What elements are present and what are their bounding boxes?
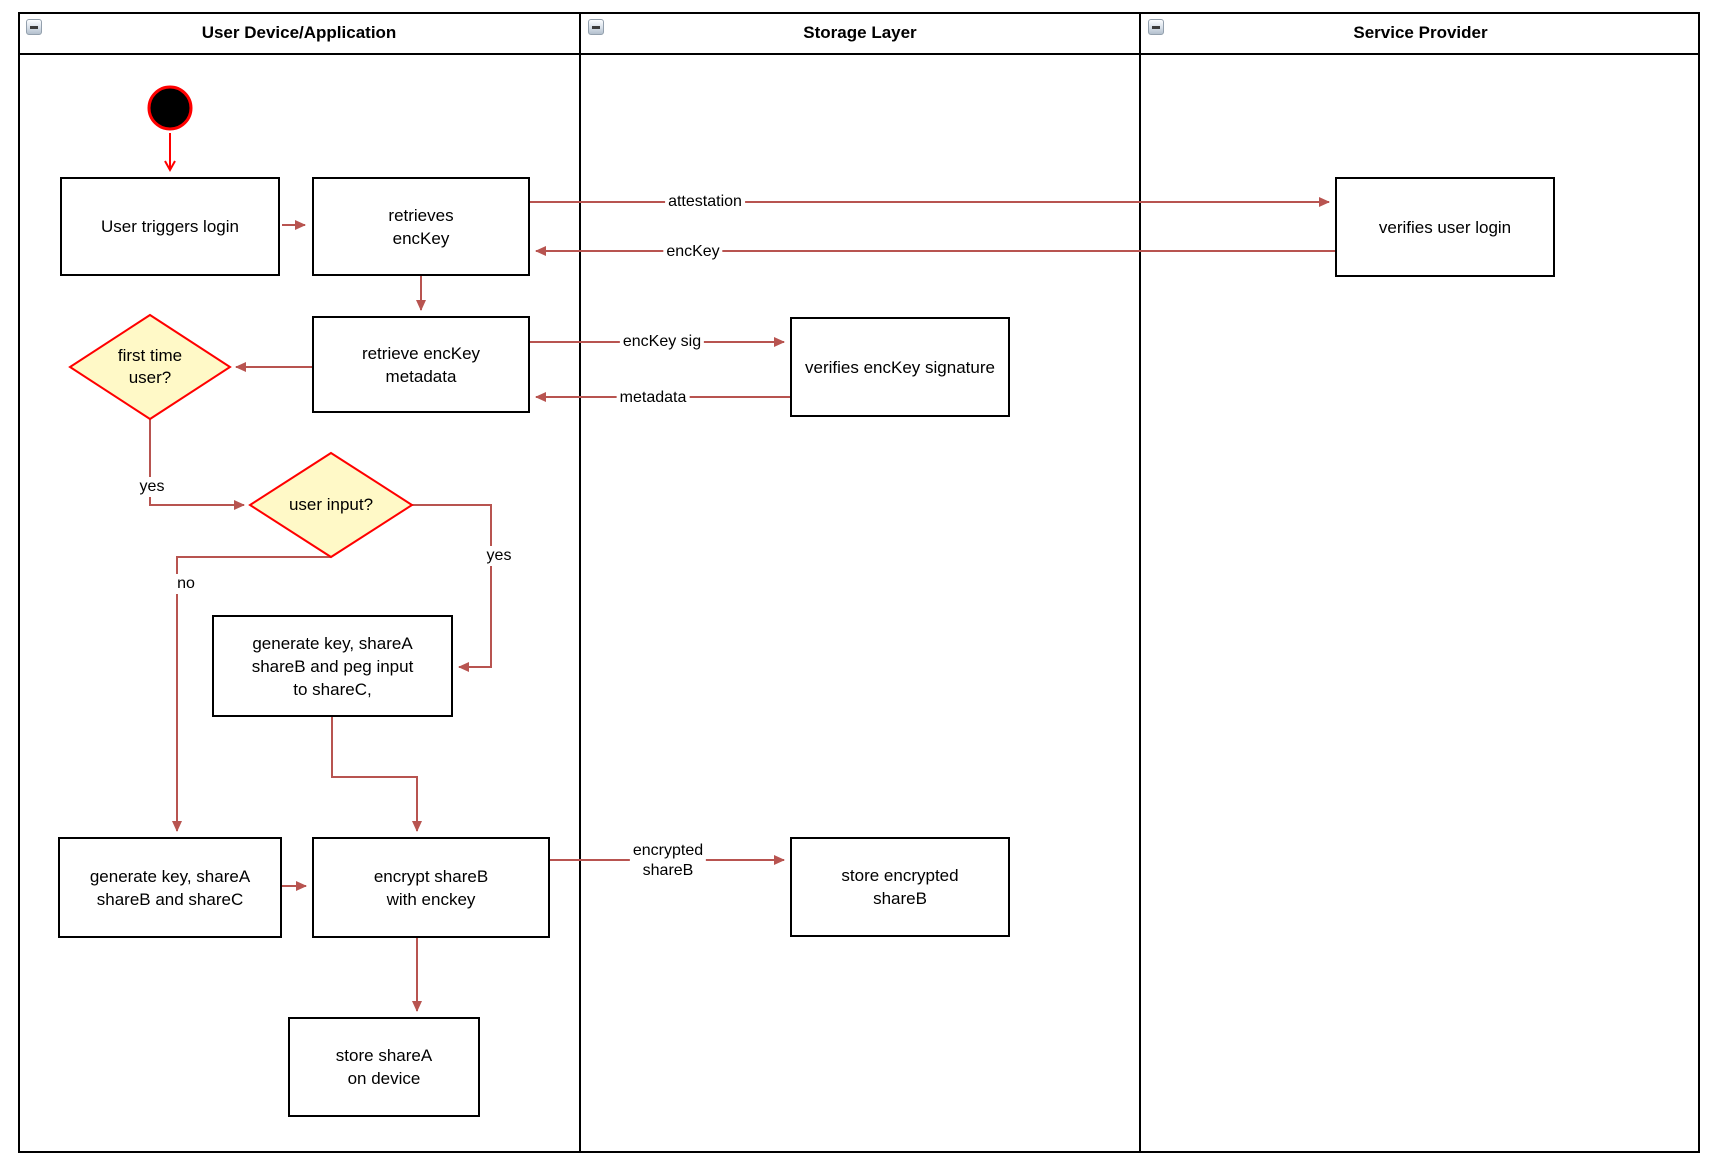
user-input-label: user input?: [250, 453, 412, 557]
edge-label-enckey-sig[interactable]: encKey sig: [619, 332, 705, 352]
edge-label-yes-user-input[interactable]: yes: [483, 546, 515, 566]
node-label: encrypt shareB with enckey: [373, 866, 489, 909]
edge-label-encrypted-shareb[interactable]: encrypted shareB: [629, 841, 707, 881]
node-label: retrieves encKey: [388, 205, 454, 248]
node-label: retrieve encKey metadata: [361, 343, 481, 386]
node-generate-key-sharec[interactable]: generate key, shareA shareB and shareC: [58, 837, 282, 938]
start-node[interactable]: [147, 85, 193, 131]
lane-title-user-device: User Device/Application: [201, 22, 397, 42]
lane-divider-2: [1139, 12, 1141, 1153]
edge-label-yes-first-time[interactable]: yes: [136, 477, 168, 497]
edge-label-attestation[interactable]: attestation: [665, 192, 745, 212]
edge-user-input-yes[interactable]: [412, 504, 492, 672]
node-label: store shareA on device: [335, 1046, 433, 1088]
node-label: User triggers login: [101, 217, 239, 236]
edge-label-metadata[interactable]: metadata: [616, 388, 690, 408]
node-encrypt-shareb[interactable]: encrypt shareB with enckey: [312, 837, 550, 938]
lane-title-storage-layer: Storage Layer: [803, 22, 917, 42]
collapse-lane-icon[interactable]: [588, 19, 604, 35]
lane-divider-1: [579, 12, 581, 1153]
node-user-triggers-login[interactable]: User triggers login: [60, 177, 280, 276]
collapse-lane-icon[interactable]: [1148, 19, 1164, 35]
node-label: user input?: [288, 495, 374, 514]
lane-header-separator: [18, 53, 1700, 55]
node-store-sharea[interactable]: store shareA on device: [288, 1017, 480, 1117]
edge-label-no-user-input[interactable]: no: [174, 574, 198, 594]
node-label: generate key, shareA shareB and shareC: [89, 866, 251, 909]
first-time-user-diamond[interactable]: [68, 313, 232, 421]
node-label: first time user?: [117, 346, 183, 387]
edge-label-enckey[interactable]: encKey: [663, 242, 723, 262]
node-verifies-enckey-signature[interactable]: verifies encKey signature: [790, 317, 1010, 417]
node-label: verifies encKey signature: [805, 357, 995, 377]
swimlane-frame: [18, 12, 1700, 1153]
node-label: store encrypted shareB: [841, 866, 959, 908]
edge-first-time-yes[interactable]: [149, 419, 245, 510]
edge-user-input-no[interactable]: [172, 556, 331, 832]
node-label: generate key, shareA shareB and peg inpu…: [251, 633, 414, 699]
lane-title-service-provider: Service Provider: [1353, 22, 1488, 42]
node-retrieve-enckey-metadata[interactable]: retrieve encKey metadata: [312, 316, 530, 413]
lane-header-storage-layer[interactable]: Storage Layer: [581, 12, 1139, 53]
user-input-diamond[interactable]: [248, 451, 414, 559]
edge-peg-to-encrypt[interactable]: [331, 717, 422, 832]
node-retrieves-enckey[interactable]: retrieves encKey: [312, 177, 530, 276]
node-label: verifies user login: [1378, 217, 1512, 237]
first-time-user-label: first time user?: [70, 315, 230, 419]
node-verifies-user-login[interactable]: verifies user login: [1335, 177, 1555, 277]
collapse-lane-icon[interactable]: [26, 19, 42, 35]
node-generate-key-peg-input[interactable]: generate key, shareA shareB and peg inpu…: [212, 615, 453, 717]
node-store-encrypted-shareb[interactable]: store encrypted shareB: [790, 837, 1010, 937]
lane-header-service-provider[interactable]: Service Provider: [1141, 12, 1700, 53]
lane-header-user-device[interactable]: User Device/Application: [18, 12, 580, 53]
